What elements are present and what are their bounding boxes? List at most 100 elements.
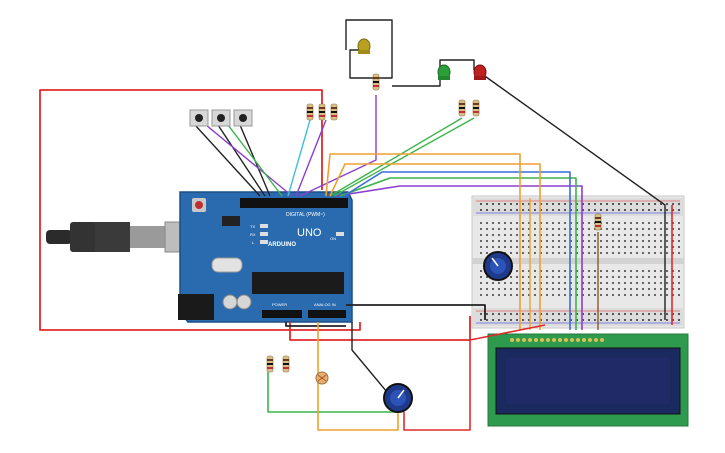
breadboard-hole <box>582 252 584 254</box>
resistor[interactable] <box>266 355 274 373</box>
push-button-2[interactable] <box>211 109 231 127</box>
breadboard-hole <box>516 252 518 254</box>
breadboard-hole <box>546 240 548 242</box>
breadboard-hole <box>576 270 578 272</box>
breadboard-hole <box>594 240 596 242</box>
potentiometer-bottom[interactable] <box>383 383 413 413</box>
breadboard-hole <box>618 288 620 290</box>
breadboard-hole <box>516 228 518 230</box>
arduino-board[interactable]: DIGITAL (PWM~) ARDUINO UNO TX RX L ON PO… <box>178 191 353 323</box>
breadboard-hole <box>666 228 668 230</box>
lcd-pin <box>534 338 538 342</box>
breadboard-hole <box>528 203 530 205</box>
breadboard-hole <box>498 246 500 248</box>
breadboard-hole <box>630 294 632 296</box>
breadboard-hole <box>498 222 500 224</box>
breadboard-hole <box>636 209 638 211</box>
breadboard-hole <box>486 282 488 284</box>
breadboard-hole <box>528 282 530 284</box>
breadboard-hole <box>582 270 584 272</box>
wire-blue-lcd <box>343 171 571 330</box>
breadboard-hole <box>600 270 602 272</box>
breadboard-hole <box>666 222 668 224</box>
breadboard-hole <box>504 203 506 205</box>
breadboard-hole <box>582 222 584 224</box>
breadboard-hole <box>648 203 650 205</box>
push-buttons[interactable] <box>189 109 253 127</box>
breadboard-hole <box>480 252 482 254</box>
breadboard-hole <box>648 240 650 242</box>
breadboard-hole <box>642 294 644 296</box>
breadboard-hole <box>612 240 614 242</box>
breadboard-hole <box>534 319 536 321</box>
breadboard-hole <box>678 319 680 321</box>
breadboard-hole <box>666 246 668 248</box>
breadboard-hole <box>588 222 590 224</box>
breadboard-hole <box>546 288 548 290</box>
breadboard-hole <box>594 246 596 248</box>
breadboard-hole <box>564 270 566 272</box>
breadboard-hole <box>618 222 620 224</box>
breadboard-hole <box>648 319 650 321</box>
breadboard-hole <box>624 252 626 254</box>
breadboard-hole <box>582 288 584 290</box>
led-red[interactable] <box>473 64 487 80</box>
breadboard-hole <box>480 246 482 248</box>
wire-red-pot <box>403 324 546 431</box>
breadboard-hole <box>540 294 542 296</box>
breadboard-hole <box>678 313 680 315</box>
breadboard-hole <box>654 209 656 211</box>
breadboard-hole <box>624 276 626 278</box>
breadboard-hole <box>558 209 560 211</box>
breadboard-hole <box>636 319 638 321</box>
breadboard-hole <box>504 282 506 284</box>
resistor[interactable] <box>594 213 602 231</box>
breadboard-hole <box>564 319 566 321</box>
breadboard-hole <box>528 288 530 290</box>
breadboard-hole <box>600 294 602 296</box>
breadboard-hole <box>540 270 542 272</box>
wire-cyan <box>287 119 311 197</box>
led-green[interactable] <box>437 64 451 80</box>
breadboard-hole <box>492 203 494 205</box>
resistor[interactable] <box>306 103 314 121</box>
breadboard-hole <box>654 246 656 248</box>
resistor[interactable] <box>372 73 380 91</box>
breadboard-hole <box>486 203 488 205</box>
breadboard-hole <box>486 246 488 248</box>
breadboard-hole <box>642 222 644 224</box>
breadboard-hole <box>630 282 632 284</box>
breadboard-hole <box>510 246 512 248</box>
breadboard-hole <box>516 234 518 236</box>
breadboard-hole <box>540 209 542 211</box>
resistor[interactable] <box>282 355 290 373</box>
lcd-pin <box>570 338 574 342</box>
push-button-1[interactable] <box>189 109 209 127</box>
breadboard-hole <box>570 288 572 290</box>
breadboard-hole <box>660 240 662 242</box>
led-yellow[interactable] <box>357 38 371 54</box>
breadboard-hole <box>534 209 536 211</box>
breadboard-hole <box>522 252 524 254</box>
resistor[interactable] <box>318 103 326 121</box>
breadboard-hole <box>582 234 584 236</box>
breadboard-hole <box>534 203 536 205</box>
resistor[interactable] <box>458 99 466 117</box>
photoresistor[interactable] <box>315 371 329 385</box>
breadboard-hole <box>528 276 530 278</box>
lcd-display[interactable] <box>487 333 689 427</box>
resistor[interactable] <box>472 99 480 117</box>
resistors <box>266 73 602 373</box>
resistor[interactable] <box>330 103 338 121</box>
breadboard-hole <box>498 240 500 242</box>
potentiometer-breadboard[interactable] <box>483 251 513 281</box>
digital-label: DIGITAL (PWM~) <box>286 212 325 218</box>
lcd-pin <box>600 338 604 342</box>
breadboard-hole <box>498 313 500 315</box>
breadboard-hole <box>612 246 614 248</box>
breadboard-hole <box>582 209 584 211</box>
breadboard-hole <box>660 294 662 296</box>
push-button-3[interactable] <box>233 109 253 127</box>
lcd-pin <box>588 338 592 342</box>
